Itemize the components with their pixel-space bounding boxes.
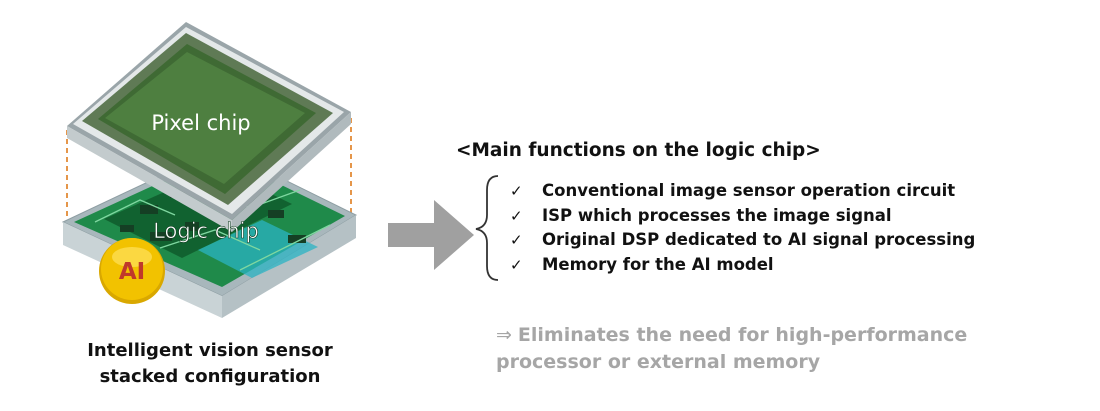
pixel-chip-label: Pixel chip [151, 111, 250, 135]
list-item: ✓ Original DSP dedicated to AI signal pr… [510, 228, 975, 253]
check-icon: ✓ [510, 182, 523, 201]
result-note: ⇒Eliminates the need for high-performanc… [496, 322, 1056, 376]
function-label: ISP which processes the image signal [542, 205, 892, 225]
ai-badge-label: AI [119, 259, 145, 285]
list-item: ✓ Conventional image sensor operation ci… [510, 179, 975, 204]
diagram-caption: Intelligent vision sensor stacked config… [30, 338, 390, 390]
check-icon: ✓ [510, 255, 523, 274]
result-line-1: Eliminates the need for high-performance [517, 324, 968, 346]
check-icon: ✓ [510, 206, 523, 225]
pixel-chip [67, 22, 351, 232]
curly-brace-icon [475, 175, 499, 281]
list-item: ✓ Memory for the AI model [510, 253, 975, 278]
function-label: Original DSP dedicated to AI signal proc… [542, 230, 976, 250]
function-label: Conventional image sensor operation circ… [542, 181, 956, 201]
functions-heading: <Main functions on the logic chip> [456, 140, 821, 161]
function-label: Memory for the AI model [542, 254, 774, 274]
caption-line-2: stacked configuration [99, 366, 321, 387]
check-icon: ✓ [510, 231, 523, 250]
implies-arrow-icon: ⇒ [496, 324, 512, 346]
list-item: ✓ ISP which processes the image signal [510, 204, 975, 229]
logic-chip-label: Logic chip [153, 219, 259, 243]
result-line-2: processor or external memory [496, 351, 821, 373]
right-arrow-icon [388, 200, 474, 270]
ai-badge: AI [99, 238, 165, 304]
caption-line-1: Intelligent vision sensor [87, 340, 333, 361]
functions-list: ✓ Conventional image sensor operation ci… [510, 179, 975, 277]
